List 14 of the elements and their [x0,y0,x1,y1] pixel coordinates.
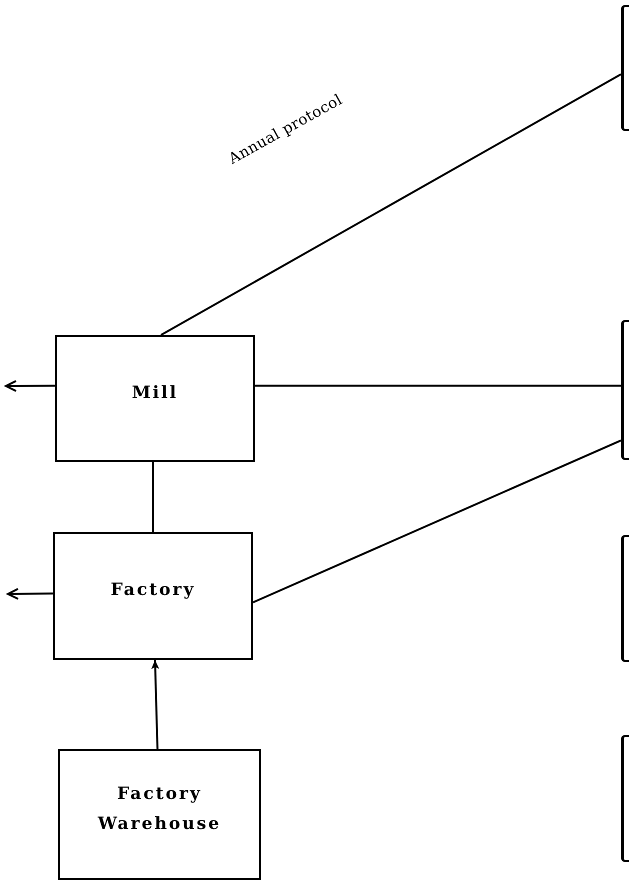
output-arrow [7,588,54,600]
cut-off-box [621,535,629,662]
output-arrow [5,380,55,392]
cut-off-box [621,5,629,131]
connector-line [160,73,622,336]
connector-line [252,439,622,604]
cut-off-box [621,735,629,862]
cut-off-box [621,320,629,460]
arrow [151,660,160,750]
connector-line [255,384,621,387]
process-box: Factory [53,532,253,660]
process-box: Mill [55,335,255,462]
connector-line [152,462,154,532]
process-box: Factory Warehouse [58,749,261,880]
